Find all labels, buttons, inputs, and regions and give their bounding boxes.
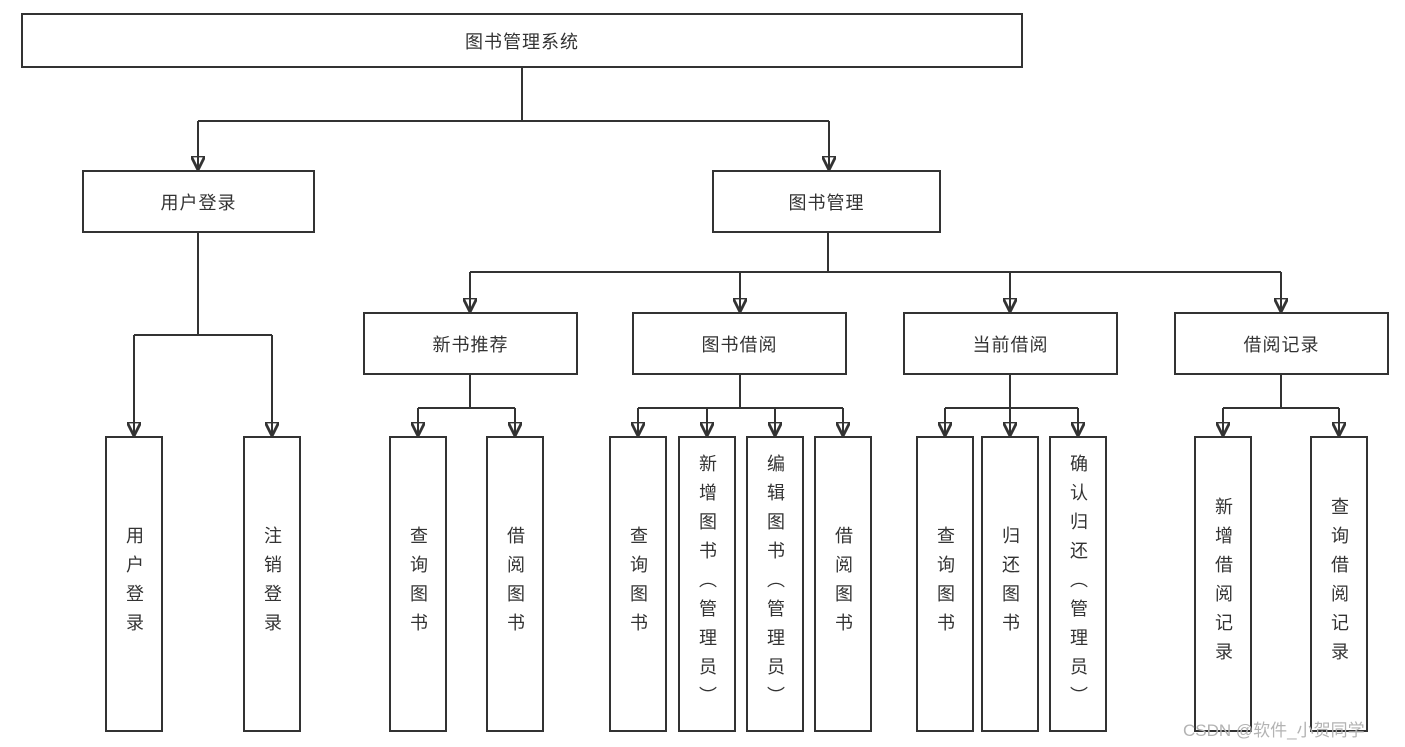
leaf-edit-books-admin-label: 编辑图书（管理员） xyxy=(765,453,785,715)
watermark: CSDN @软件_小贺同学 xyxy=(1183,721,1365,740)
leaf-borrow-query-books-label: 查询图书 xyxy=(628,526,648,642)
leaf-return-books-label: 归还图书 xyxy=(1000,526,1020,642)
leaf-add-books-admin: 新增图书（管理员） xyxy=(678,436,736,732)
leaf-return-books: 归还图书 xyxy=(981,436,1039,732)
leaf-recommend-borrow-books: 借阅图书 xyxy=(486,436,544,732)
leaf-current-query-books-label: 查询图书 xyxy=(935,526,955,642)
leaf-confirm-return-admin-label: 确认归还（管理员） xyxy=(1068,453,1088,715)
leaf-logout-label: 注销登录 xyxy=(262,526,282,642)
node-new-book-recommend: 新书推荐 xyxy=(363,312,578,375)
leaf-query-borrow-record-label: 查询借阅记录 xyxy=(1329,497,1349,671)
leaf-borrow-query-books: 查询图书 xyxy=(609,436,667,732)
leaf-add-borrow-record-label: 新增借阅记录 xyxy=(1213,497,1233,671)
leaf-query-borrow-record: 查询借阅记录 xyxy=(1310,436,1368,732)
leaf-add-books-admin-label: 新增图书（管理员） xyxy=(697,453,717,715)
leaf-confirm-return-admin: 确认归还（管理员） xyxy=(1049,436,1107,732)
leaf-recommend-query-books-label: 查询图书 xyxy=(408,526,428,642)
leaf-borrow-books-label: 借阅图书 xyxy=(833,526,853,642)
node-root: 图书管理系统 xyxy=(21,13,1023,68)
leaf-recommend-query-books: 查询图书 xyxy=(389,436,447,732)
leaf-borrow-books: 借阅图书 xyxy=(814,436,872,732)
leaf-logout: 注销登录 xyxy=(243,436,301,732)
leaf-recommend-borrow-books-label: 借阅图书 xyxy=(505,526,525,642)
node-current-borrow: 当前借阅 xyxy=(903,312,1118,375)
leaf-edit-books-admin: 编辑图书（管理员） xyxy=(746,436,804,732)
leaf-current-query-books: 查询图书 xyxy=(916,436,974,732)
node-book-management: 图书管理 xyxy=(712,170,941,233)
leaf-add-borrow-record: 新增借阅记录 xyxy=(1194,436,1252,732)
leaf-user-login: 用户登录 xyxy=(105,436,163,732)
node-user-login: 用户登录 xyxy=(82,170,315,233)
leaf-user-login-label: 用户登录 xyxy=(124,526,144,642)
node-book-borrow: 图书借阅 xyxy=(632,312,847,375)
node-borrow-records: 借阅记录 xyxy=(1174,312,1389,375)
